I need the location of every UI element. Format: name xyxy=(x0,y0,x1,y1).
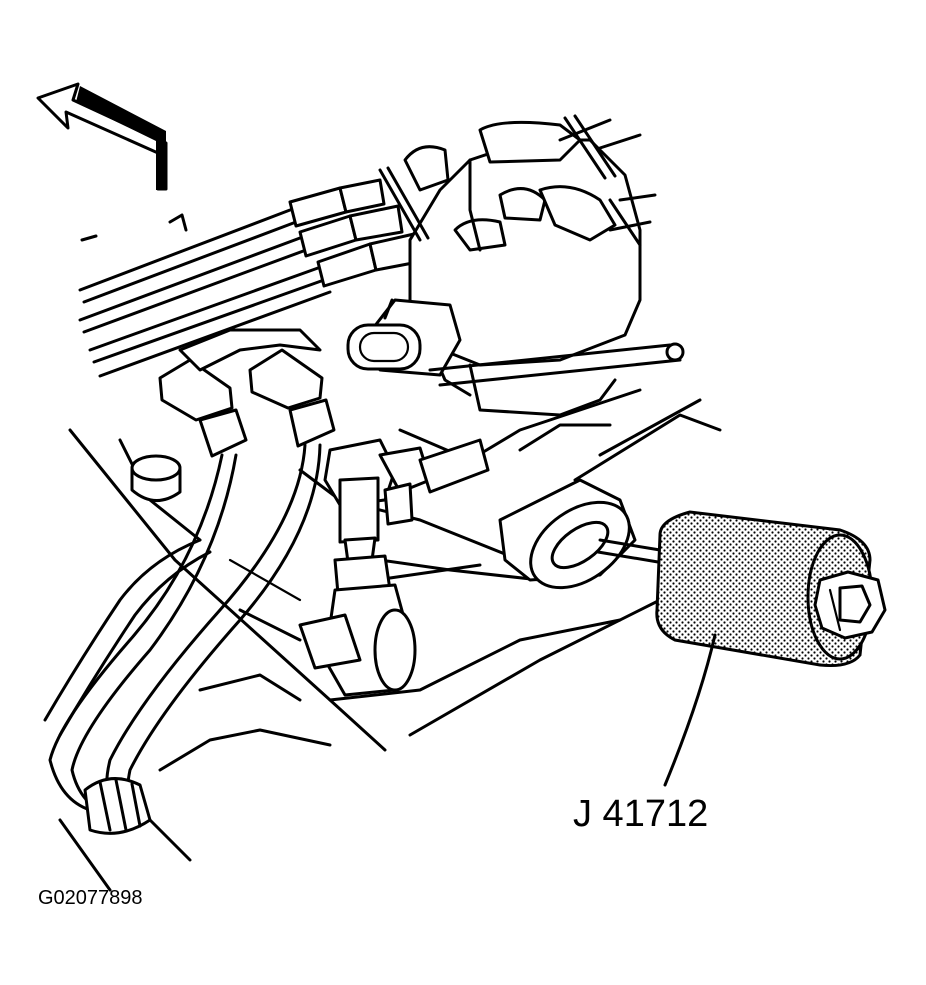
mounting-boss xyxy=(130,454,182,502)
pressure-tee-fitting xyxy=(298,438,490,697)
fuel-line-fittings xyxy=(158,328,336,458)
figure-id: G02077898 xyxy=(38,887,143,909)
electrical-connector xyxy=(346,298,462,377)
front-direction-arrow-icon xyxy=(36,82,168,191)
fuel-pressure-adapter xyxy=(498,478,662,590)
fuel-lines xyxy=(43,443,322,892)
spark-plug-wires xyxy=(78,178,420,378)
tool-callout-label: J 41712 xyxy=(573,793,709,835)
callout-leader-line xyxy=(663,633,717,787)
special-tool-j41712 xyxy=(655,510,887,667)
distributor-cap xyxy=(378,114,657,417)
